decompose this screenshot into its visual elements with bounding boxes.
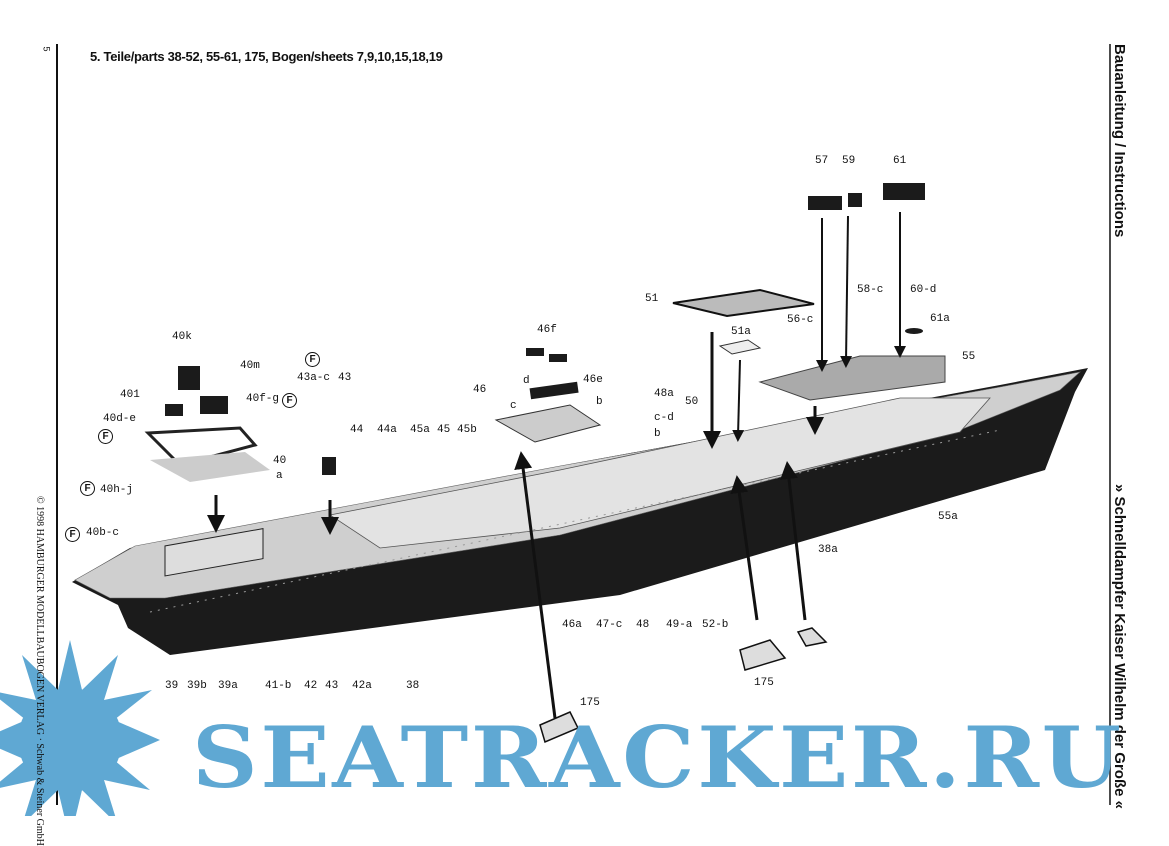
part-label: 39	[165, 680, 179, 692]
part-label: 45b	[457, 424, 477, 436]
assembly-arrows	[207, 332, 824, 719]
part-label: 44	[350, 424, 364, 436]
copyright-notice: © 1998 HAMBURGER MODELLBAUBOGEN VERLAG ·…	[34, 496, 45, 846]
part-label: 46	[473, 384, 487, 396]
part-175-b	[739, 639, 787, 671]
part-label: 61a	[930, 313, 950, 325]
part-label: 60-d	[910, 284, 937, 296]
part-label: 40m	[240, 360, 260, 372]
ship-assembly-diagram	[0, 44, 1111, 816]
part-label: 48	[636, 619, 650, 631]
part-label: c-d	[654, 412, 674, 424]
part-label: 51a	[731, 326, 751, 338]
part-label: 401	[120, 389, 140, 401]
part-label: 40b-c	[86, 527, 120, 539]
part-label: 40f-g	[246, 393, 280, 405]
part-label: 175	[580, 697, 600, 709]
part-46-deck	[494, 404, 602, 443]
part-label: 45	[437, 424, 451, 436]
part-label: 55	[962, 351, 976, 363]
page-number: 5	[41, 46, 52, 52]
part-label: 38	[406, 680, 420, 692]
part-label: c	[510, 400, 517, 412]
fold-mark-icon: F	[98, 429, 113, 444]
part-label: 40	[273, 455, 287, 467]
part-label: 46a	[562, 619, 582, 631]
part-175-a	[539, 711, 580, 744]
part-label: 59	[842, 155, 856, 167]
part-label: b	[654, 428, 661, 440]
part-label: 56-c	[787, 314, 814, 326]
part-label: 49-a	[666, 619, 693, 631]
part-label: 43	[325, 680, 339, 692]
part-55-deck	[758, 355, 946, 401]
part-label: 50	[685, 396, 699, 408]
part-51-panel	[672, 288, 815, 318]
fold-mark-icon: F	[282, 393, 297, 408]
sun-logo-icon	[0, 640, 160, 816]
instructions-title: Bauanleitung / Instructions	[1111, 44, 1128, 238]
part-label: 38a	[818, 544, 838, 556]
part-label: 175	[754, 677, 774, 689]
thin-arrows	[732, 212, 906, 442]
superstructure-deck	[328, 397, 991, 549]
part-175-c	[796, 627, 828, 647]
part-label: 48a	[654, 388, 674, 400]
part-label: 47-c	[596, 619, 623, 631]
part-label: 40k	[172, 331, 192, 343]
part-label: 57	[815, 155, 829, 167]
fold-mark-icon: F	[305, 352, 320, 367]
fold-mark-icon: F	[65, 527, 80, 542]
part-label: 45a	[410, 424, 430, 436]
part-label: 40h-j	[100, 484, 134, 496]
part-label: 52-b	[702, 619, 729, 631]
bridge-part-40	[164, 528, 264, 577]
part-label: 46f	[537, 324, 557, 336]
page-header: 5. Teile/parts 38-52, 55-61, 175, Bogen/…	[90, 49, 443, 64]
watermark-text: SEATRACKER.RU	[192, 707, 1124, 808]
part-label: 43	[338, 372, 352, 384]
part-label: 61	[893, 155, 907, 167]
part-label: 44a	[377, 424, 397, 436]
part-label: b	[596, 396, 603, 408]
part-label: 51	[645, 293, 659, 305]
part-label: 55a	[938, 511, 958, 523]
fence-40f-g	[144, 426, 258, 467]
floating-parts	[165, 183, 925, 475]
part-label: 39b	[187, 680, 207, 692]
part-label: 43a-c	[297, 372, 331, 384]
part-label: a	[276, 470, 283, 482]
part-label: 39a	[218, 680, 238, 692]
part-label: 58-c	[857, 284, 884, 296]
part-label: d	[523, 375, 530, 387]
part-40-plate	[150, 452, 270, 482]
part-51a	[718, 339, 762, 355]
portholes	[149, 429, 1001, 613]
fold-mark-icon: F	[80, 481, 95, 496]
part-label: 42	[304, 680, 318, 692]
part-label: 42a	[352, 680, 372, 692]
part-label: 41-b	[265, 680, 292, 692]
part-label: 46e	[583, 374, 603, 386]
part-label: 40d-e	[103, 413, 137, 425]
